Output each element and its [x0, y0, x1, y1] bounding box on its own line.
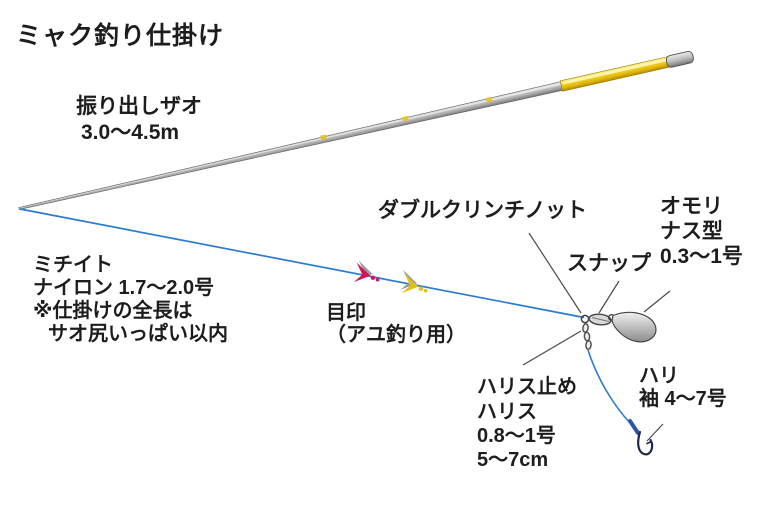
main-line-note-2: サオ尻いっぱい以内: [48, 323, 228, 345]
main-line-name: ミチイト: [33, 254, 113, 276]
sighter-marker-pink: [353, 260, 380, 283]
pointer-lines: [522, 232, 671, 442]
marker-name: 目印: [326, 302, 366, 324]
chain-link-2: [583, 331, 591, 342]
chain-link-3: [585, 340, 592, 350]
leader-length: 5〜7cm: [477, 449, 549, 471]
rod-label: 振り出しザオ 3.0〜4.5m: [76, 94, 202, 146]
leader-name: ハリス: [477, 401, 537, 423]
main-line-note-1: ※仕掛けの全長は: [33, 300, 193, 322]
main-line: [19, 208, 585, 319]
snap-wire: [591, 317, 610, 322]
hook-spec: 袖 4〜7号: [639, 388, 727, 410]
weight-size: 0.3〜1号: [660, 245, 743, 268]
snap-ring: [580, 314, 590, 324]
leader-label: ハリス 0.8〜1号 5〜7cm: [477, 400, 556, 472]
rod-joint-band-3: [486, 96, 493, 103]
rod-highlight: [18, 58, 669, 209]
rod-label-spec: 3.0〜4.5m: [81, 121, 180, 144]
page-title: ミャク釣り仕掛け: [16, 22, 225, 50]
hook-barb: [646, 441, 652, 445]
rod-joint-band-2: [402, 115, 409, 122]
rod-joint-band-1: [320, 134, 327, 140]
leader-size: 0.8〜1号: [477, 425, 556, 447]
sinker: [608, 311, 657, 343]
snap-label: スナップ: [567, 252, 651, 275]
chain-link-1: [582, 323, 589, 333]
snap-swivel: [580, 313, 612, 350]
marker-bead: [423, 288, 428, 293]
marker-body: [401, 273, 419, 294]
marker-label: 目印 （アユ釣り用）: [326, 302, 466, 346]
hook-name: ハリ: [639, 365, 679, 387]
main-line-label: ミチイト ナイロン 1.7〜2.0号 ※仕掛けの全長は サオ尻いっぱい以内: [33, 254, 228, 346]
knot-label: ダブルクリンチノット: [378, 199, 587, 222]
marker-note: （アユ釣り用）: [326, 324, 466, 346]
sinker-body: [611, 311, 657, 343]
marker-bead: [375, 277, 380, 282]
main-line-spec: ナイロン 1.7〜2.0号: [33, 277, 215, 299]
leader-stopper-label: ハリス止め: [477, 376, 577, 398]
weight-pointer-line: [643, 290, 671, 313]
marker-bead: [370, 275, 376, 280]
snap-pointer-line: [598, 280, 620, 314]
hook: [637, 430, 654, 456]
hook-pointer-line: [646, 423, 664, 442]
weight-label: オモリ ナス型 0.3〜1号: [660, 194, 743, 269]
leader-line: [587, 349, 632, 425]
telescopic-rod: [18, 51, 694, 210]
rod-butt-cap: [665, 51, 694, 68]
marker-body: [353, 262, 371, 283]
leader-knot-wrap: [628, 419, 640, 435]
sighter-marker-yellow: [400, 270, 428, 294]
marker-bead: [418, 286, 424, 291]
weight-name: オモリ: [660, 195, 723, 218]
stopper-pointer-line: [522, 330, 582, 366]
knot-pointer-line: [528, 232, 582, 314]
rod-grip-highlight: [562, 58, 667, 85]
hook-label: ハリ 袖 4〜7号: [639, 365, 727, 411]
rod-label-name: 振り出しザオ: [76, 95, 202, 118]
weight-type: ナス型: [660, 220, 723, 243]
